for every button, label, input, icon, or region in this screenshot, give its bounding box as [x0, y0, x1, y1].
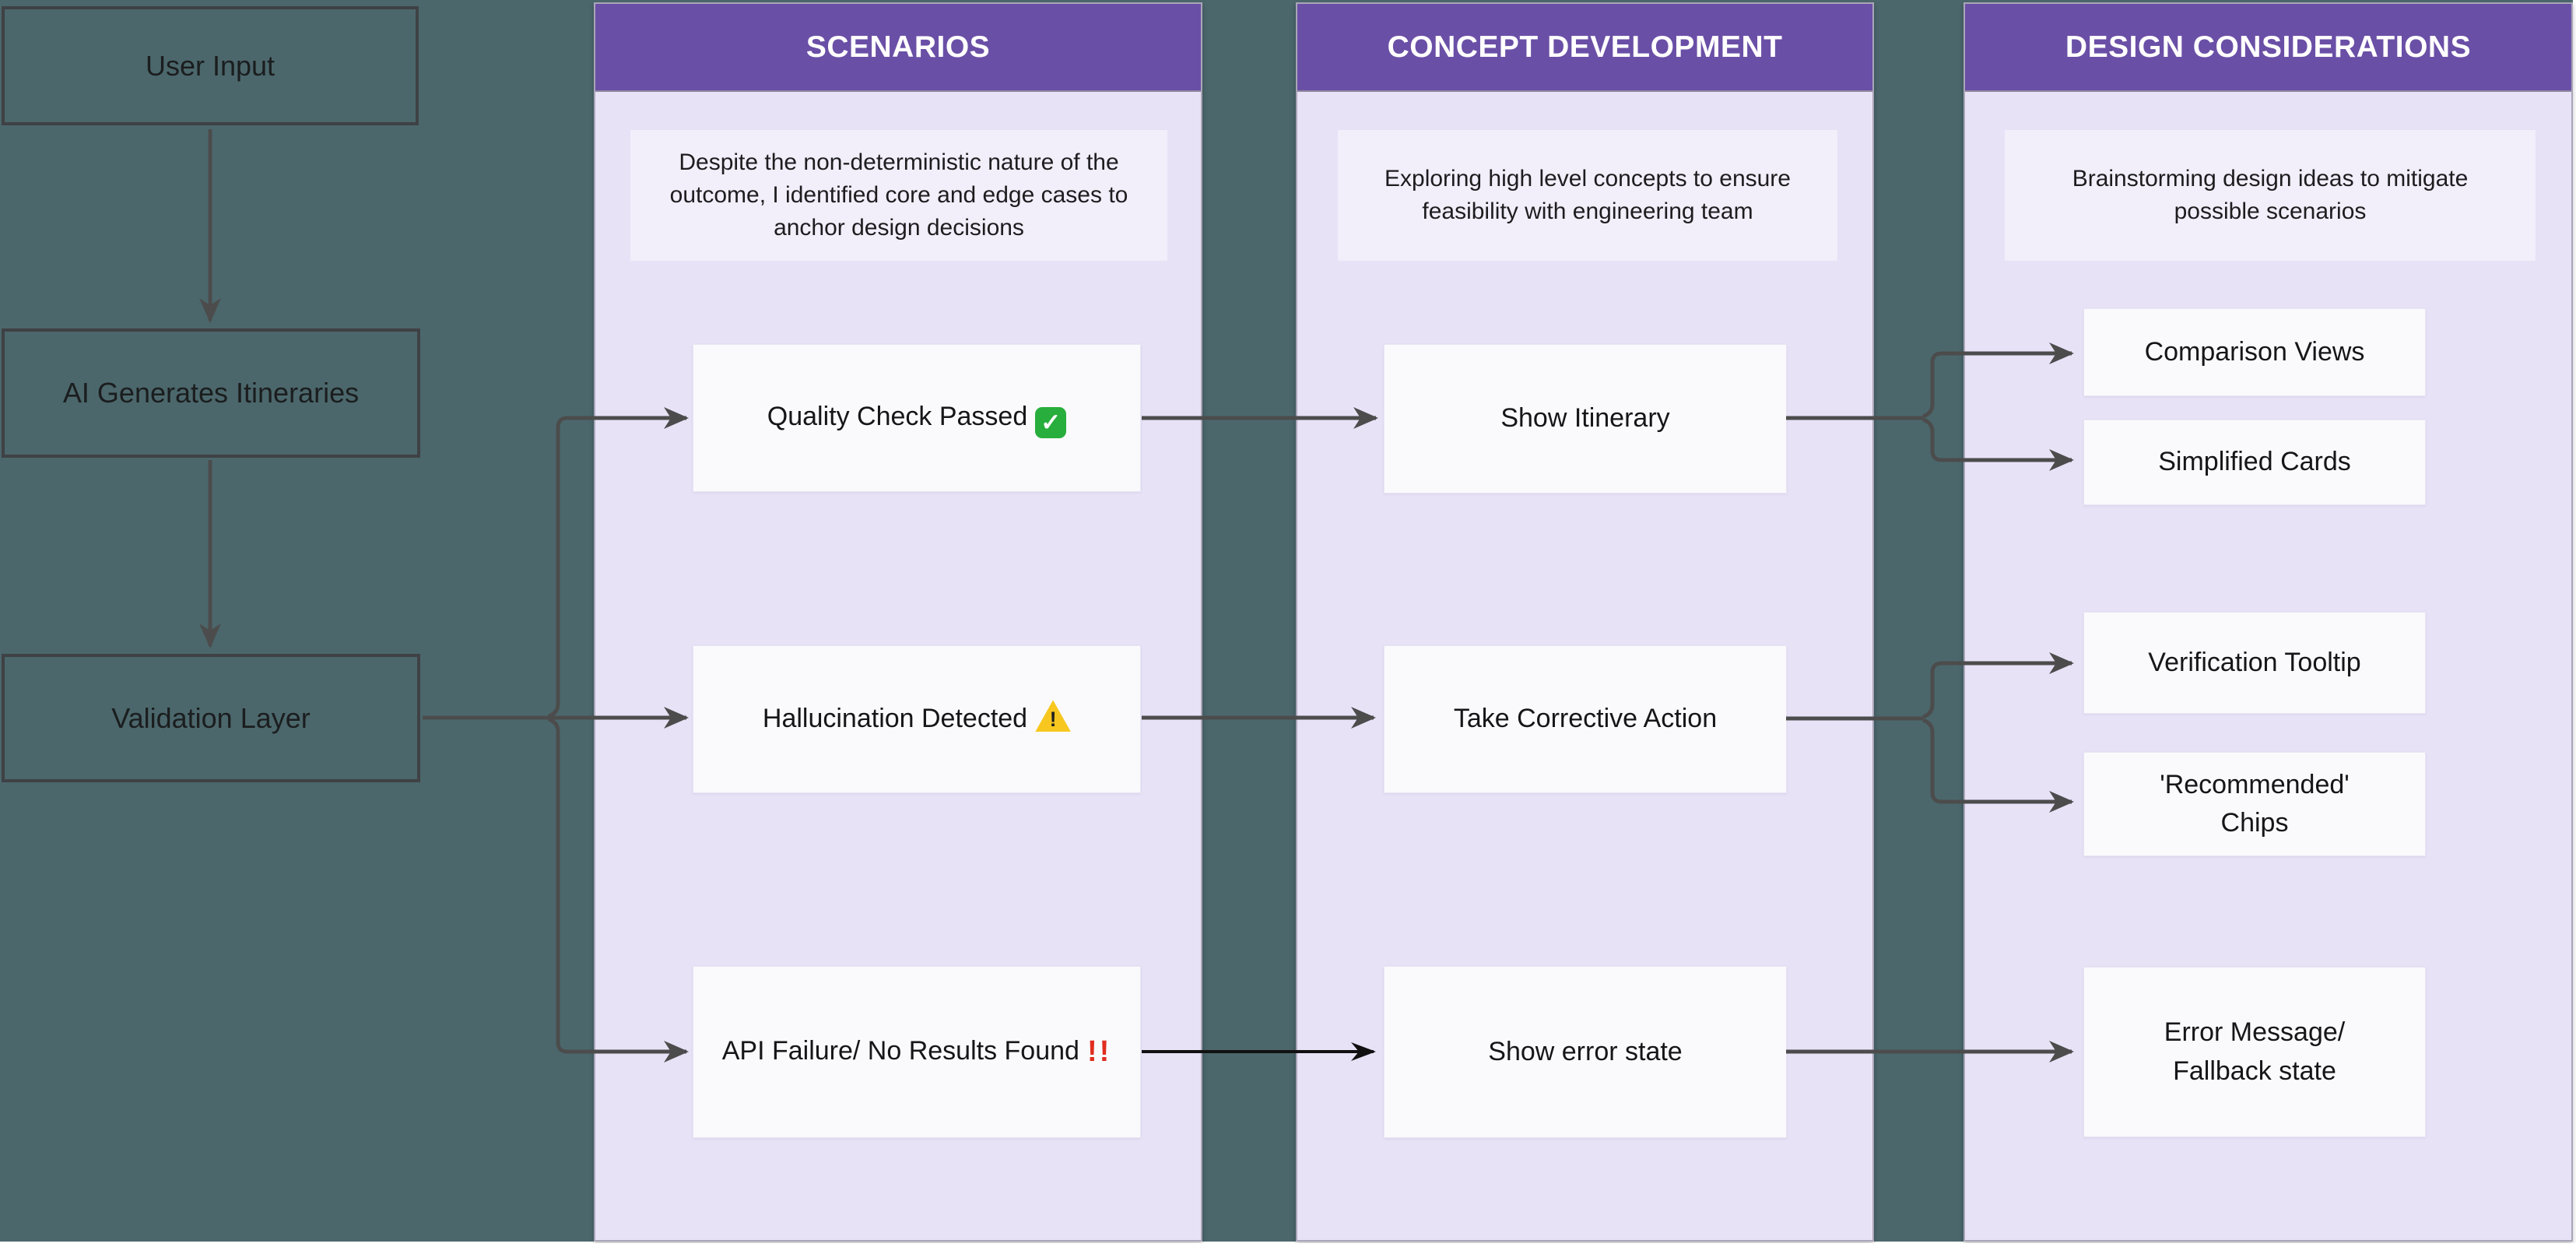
bottom-margin [0, 1243, 2576, 1247]
box-label: Verification Tooltip [2148, 647, 2361, 677]
column-description-design: Brainstorming design ideas to mitigate p… [2005, 130, 2536, 261]
box-show-itinerary[interactable]: Show Itinerary [1384, 344, 1787, 494]
column-design-considerations: DESIGN CONSIDERATIONS Brainstorming desi… [1964, 2, 2573, 1242]
check-mark-button-icon: ✓ [1035, 407, 1067, 439]
flow-node-validation-layer[interactable]: Validation Layer [2, 654, 420, 782]
box-label: Show Itinerary [1500, 403, 1670, 434]
box-label: Take Corrective Action [1453, 704, 1718, 734]
box-comparison-views[interactable]: Comparison Views [2083, 308, 2426, 396]
box-error-message-fallback[interactable]: Error Message/ Fallback state [2083, 967, 2426, 1137]
box-take-corrective-action[interactable]: Take Corrective Action [1384, 645, 1787, 793]
column-concept-development: CONCEPT DEVELOPMENT Exploring high level… [1296, 2, 1874, 1242]
box-label: Hallucination Detected [762, 704, 1028, 734]
box-label: 'Recommended' Chips [2160, 769, 2350, 838]
box-label: API Failure/ No Results Found [721, 1035, 1079, 1066]
box-api-failure-no-results[interactable]: API Failure/ No Results Found!! [693, 966, 1141, 1138]
box-recommended-chips[interactable]: 'Recommended' Chips [2083, 752, 2426, 856]
column-header-concept-development: CONCEPT DEVELOPMENT [1297, 4, 1872, 92]
right-margin [2573, 0, 2576, 1247]
box-simplified-cards[interactable]: Simplified Cards [2083, 420, 2426, 505]
flow-node-label: Validation Layer [111, 701, 311, 734]
box-label: Simplified Cards [2158, 447, 2351, 477]
warning-icon: ! [1035, 700, 1072, 732]
description-text: Brainstorming design ideas to mitigate p… [2072, 166, 2469, 224]
column-description-concept: Exploring high level concepts to ensure … [1338, 130, 1837, 261]
box-label: Quality Check Passed [767, 401, 1028, 431]
column-title: CONCEPT DEVELOPMENT [1387, 30, 1783, 64]
box-verification-tooltip[interactable]: Verification Tooltip [2083, 612, 2426, 714]
flow-node-user-input[interactable]: User Input [2, 6, 419, 125]
column-header-design-considerations: DESIGN CONSIDERATIONS [1965, 4, 2571, 92]
box-hallucination-detected[interactable]: Hallucination Detected! [693, 645, 1141, 793]
column-description-scenarios: Despite the non-deterministic nature of … [630, 130, 1167, 261]
flow-node-label: User Input [145, 49, 275, 82]
box-show-error-state[interactable]: Show error state [1384, 966, 1787, 1138]
column-title: SCENARIOS [805, 30, 991, 64]
column-header-scenarios: SCENARIOS [595, 4, 1201, 92]
flow-node-label: AI Generates Itineraries [62, 377, 360, 409]
box-label: Comparison Views [2144, 336, 2365, 367]
column-title: DESIGN CONSIDERATIONS [2065, 30, 2472, 64]
flow-node-ai-generates-itineraries[interactable]: AI Generates Itineraries [2, 328, 420, 458]
description-text: Despite the non-deterministic nature of … [669, 149, 1128, 241]
box-label: Show error state [1488, 1036, 1683, 1066]
description-text: Exploring high level concepts to ensure … [1385, 166, 1791, 224]
column-scenarios: SCENARIOS Despite the non-deterministic … [594, 2, 1202, 1242]
double-exclamation-icon: !! [1086, 1034, 1112, 1068]
box-quality-check-passed[interactable]: Quality Check Passed✓ [693, 344, 1141, 492]
box-label: Error Message/ Fallback state [2164, 1017, 2346, 1086]
